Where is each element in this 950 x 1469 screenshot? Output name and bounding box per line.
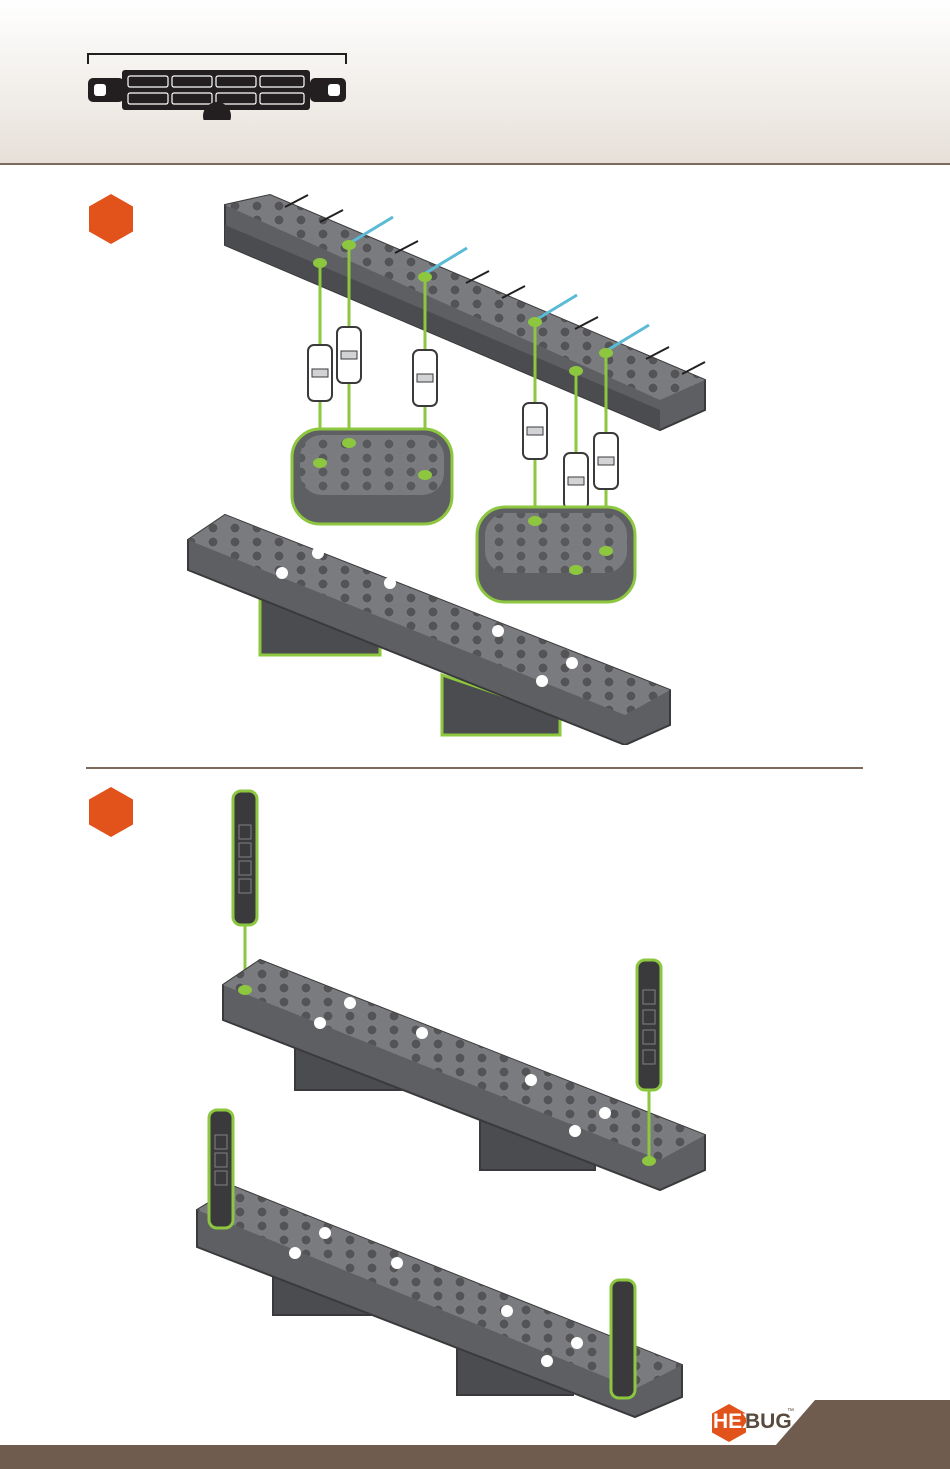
step-1-illustration — [180, 185, 720, 745]
brand-trademark: ™ — [787, 1408, 794, 1415]
small-plate-right — [477, 507, 635, 602]
brand-bug-text: BUG — [745, 1410, 792, 1434]
axle-left-upper — [233, 791, 257, 925]
step-1-badge-icon — [86, 194, 136, 244]
footer-tab — [775, 1400, 950, 1446]
axle-right-lower — [611, 1280, 635, 1398]
axle-left-lower — [209, 1110, 233, 1228]
step-2-illustration — [185, 785, 715, 1425]
upper-beam-step2 — [223, 960, 705, 1190]
step-divider — [86, 767, 863, 769]
lower-beam-step2 — [197, 1187, 682, 1417]
footer-bar — [0, 1445, 950, 1469]
page-header — [0, 0, 950, 165]
parts-preview-icon — [86, 50, 348, 120]
step-2-badge-icon — [86, 787, 136, 837]
top-beam — [225, 195, 705, 430]
axle-right-upper — [637, 960, 661, 1090]
